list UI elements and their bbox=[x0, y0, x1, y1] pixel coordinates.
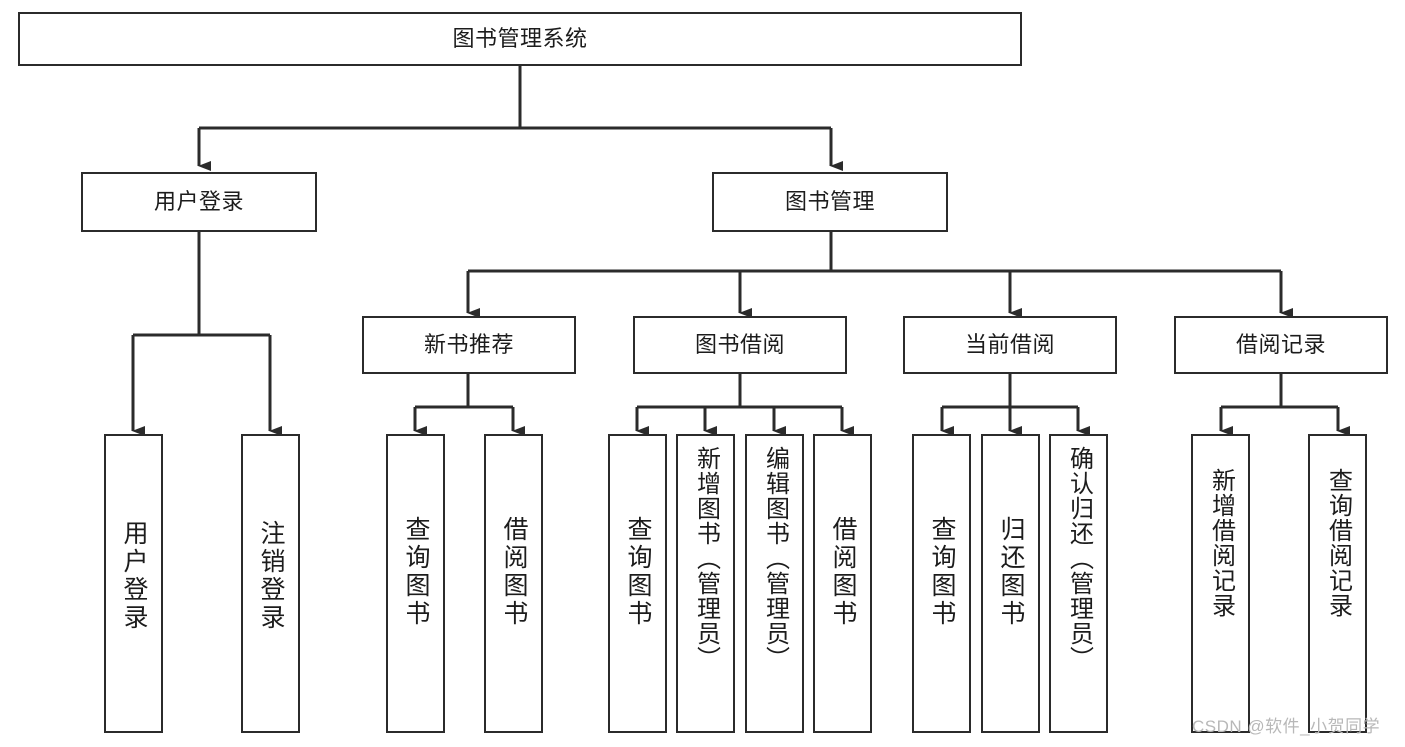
node-leaf-query-book-1[interactable]: 查询图书 bbox=[386, 434, 445, 733]
node-root[interactable]: 图书管理系统 bbox=[18, 12, 1022, 66]
node-leaf-add-record-label: 新增借阅记录 bbox=[1207, 468, 1235, 618]
node-leaf-edit-book[interactable]: 编辑图书（管理员） bbox=[745, 434, 804, 733]
node-leaf-query-book-3[interactable]: 查询图书 bbox=[912, 434, 971, 733]
node-leaf-query-book-3-label: 查询图书 bbox=[928, 516, 956, 628]
node-leaf-logout-login-label: 注销登录 bbox=[257, 520, 285, 632]
node-leaf-query-book-2-label: 查询图书 bbox=[624, 516, 652, 628]
node-leaf-borrow-book-2-label: 借阅图书 bbox=[829, 516, 857, 628]
node-root-label: 图书管理系统 bbox=[452, 26, 588, 52]
node-leaf-return-book-label: 归还图书 bbox=[997, 516, 1025, 628]
node-leaf-query-record-label: 查询借阅记录 bbox=[1324, 468, 1352, 618]
node-book-borrow-label: 图书借阅 bbox=[694, 332, 785, 358]
node-leaf-user-login[interactable]: 用户登录 bbox=[104, 434, 163, 733]
node-leaf-borrow-book-2[interactable]: 借阅图书 bbox=[813, 434, 872, 733]
node-book-manage[interactable]: 图书管理 bbox=[712, 172, 948, 232]
node-leaf-borrow-book-1-label: 借阅图书 bbox=[500, 516, 528, 628]
node-leaf-logout-login[interactable]: 注销登录 bbox=[241, 434, 300, 733]
watermark-text: CSDN @软件_小贺同学 bbox=[1192, 717, 1381, 736]
node-leaf-user-login-label: 用户登录 bbox=[120, 520, 148, 632]
node-user-login[interactable]: 用户登录 bbox=[81, 172, 317, 232]
node-leaf-query-book-2[interactable]: 查询图书 bbox=[608, 434, 667, 733]
node-leaf-edit-book-label: 编辑图书（管理员） bbox=[761, 446, 789, 671]
node-borrow-record-label: 借阅记录 bbox=[1235, 332, 1326, 358]
node-leaf-borrow-book-1[interactable]: 借阅图书 bbox=[484, 434, 543, 733]
node-user-login-label: 用户登录 bbox=[153, 189, 244, 215]
node-leaf-confirm-return[interactable]: 确认归还（管理员） bbox=[1049, 434, 1108, 733]
node-new-book-rec[interactable]: 新书推荐 bbox=[362, 316, 576, 374]
node-current-borrow[interactable]: 当前借阅 bbox=[903, 316, 1117, 374]
node-leaf-add-book[interactable]: 新增图书（管理员） bbox=[676, 434, 735, 733]
node-current-borrow-label: 当前借阅 bbox=[964, 332, 1055, 358]
node-leaf-return-book[interactable]: 归还图书 bbox=[981, 434, 1040, 733]
node-book-borrow[interactable]: 图书借阅 bbox=[633, 316, 847, 374]
node-leaf-query-record[interactable]: 查询借阅记录 bbox=[1308, 434, 1367, 733]
node-leaf-add-book-label: 新增图书（管理员） bbox=[692, 446, 720, 671]
node-leaf-add-record[interactable]: 新增借阅记录 bbox=[1191, 434, 1250, 733]
node-book-manage-label: 图书管理 bbox=[784, 189, 875, 215]
node-borrow-record[interactable]: 借阅记录 bbox=[1174, 316, 1388, 374]
node-leaf-confirm-return-label: 确认归还（管理员） bbox=[1065, 446, 1093, 671]
node-leaf-query-book-1-label: 查询图书 bbox=[402, 516, 430, 628]
node-new-book-rec-label: 新书推荐 bbox=[423, 332, 514, 358]
